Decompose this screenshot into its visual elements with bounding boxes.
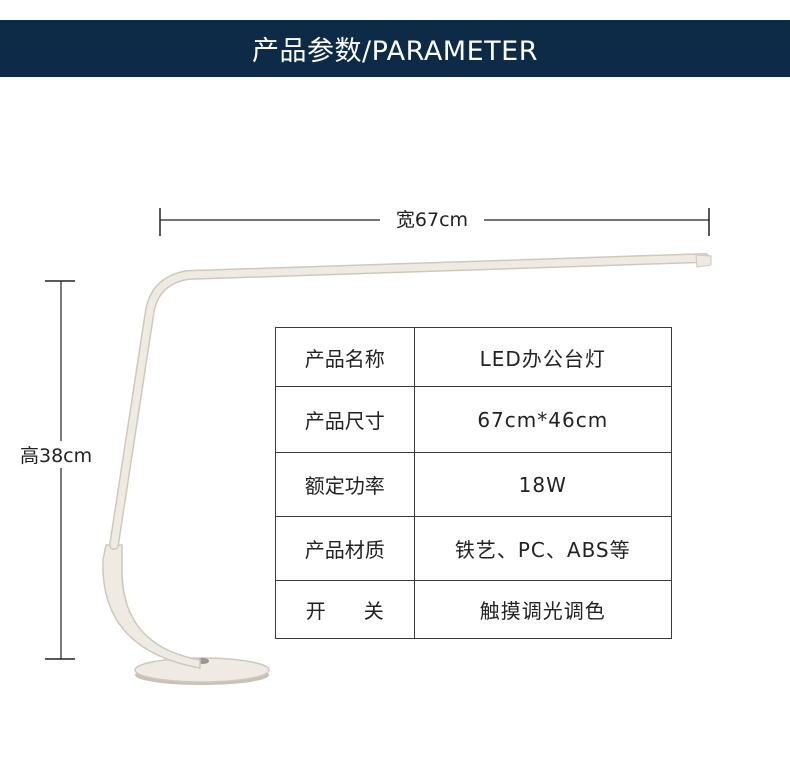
lamp-head-tip	[695, 254, 712, 268]
lamp-stand-lower	[102, 544, 201, 669]
lamp-arm	[110, 254, 709, 549]
spec-key: 产品尺寸	[275, 386, 415, 453]
spec-value: 铁艺、PC、ABS等	[413, 516, 673, 581]
spec-key: 产品名称	[275, 327, 415, 387]
header-banner: 产品参数/PARAMETER	[0, 20, 790, 77]
table-row: 开关 触摸调光调色	[275, 580, 673, 639]
page-title: 产品参数/PARAMETER	[252, 36, 538, 67]
width-dimension-label: 宽67cm	[380, 205, 484, 232]
spec-key: 额定功率	[275, 452, 415, 517]
height-dimension-label: 高38cm	[18, 441, 95, 468]
spec-key: 产品材质	[275, 516, 415, 581]
spec-value: 67cm*46cm	[413, 386, 673, 453]
spec-value: 触摸调光调色	[413, 580, 673, 639]
spec-value: LED办公台灯	[413, 327, 673, 387]
table-row: 额定功率 18W	[275, 452, 673, 517]
spec-key: 开关	[275, 580, 415, 639]
table-row: 产品尺寸 67cm*46cm	[275, 386, 673, 453]
spec-key-text: 开关	[305, 599, 422, 623]
table-row: 产品材质 铁艺、PC、ABS等	[275, 516, 673, 581]
spec-table: 产品名称 LED办公台灯 产品尺寸 67cm*46cm 额定功率 18W 产品材…	[275, 327, 673, 639]
table-row: 产品名称 LED办公台灯	[275, 327, 673, 387]
lamp-base	[134, 657, 270, 683]
spec-value: 18W	[413, 452, 673, 517]
